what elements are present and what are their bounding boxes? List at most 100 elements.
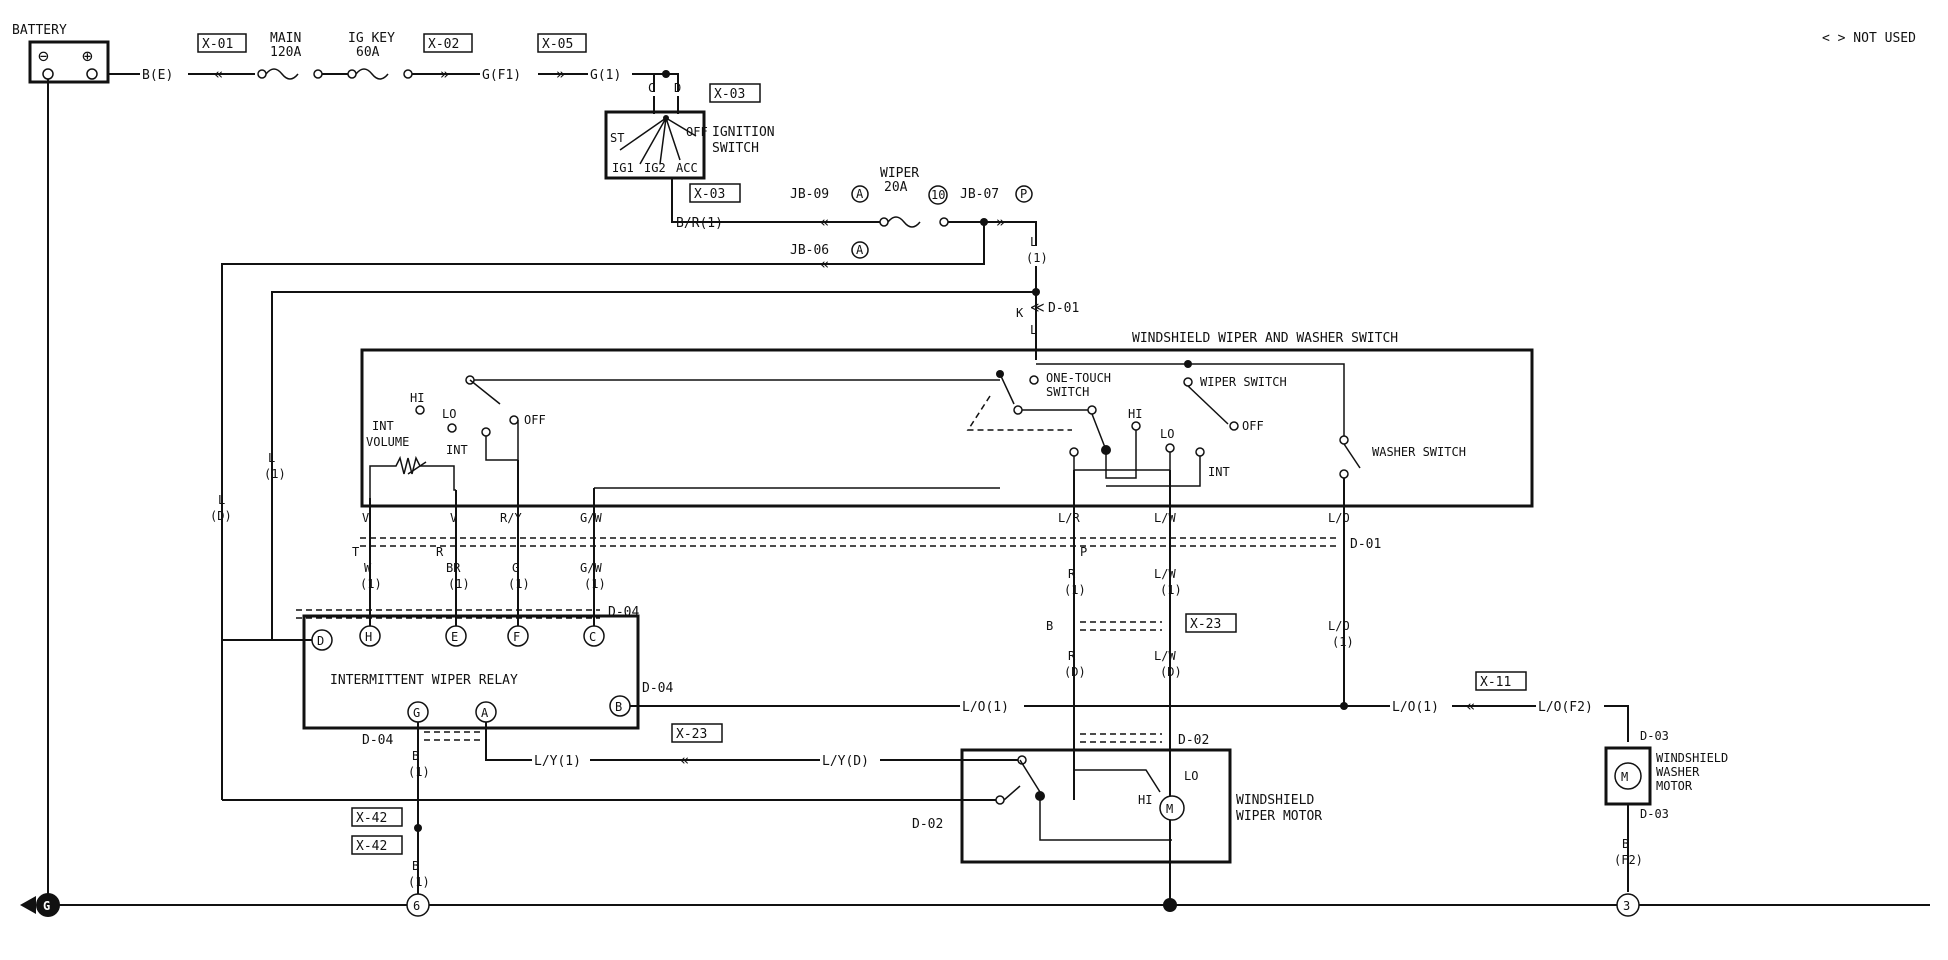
connector-arrow: »: [996, 213, 1005, 231]
fuse-main-element: [265, 68, 299, 80]
sw-int-volume-resistor: [369, 455, 456, 498]
ref-d03-bottom: D-03: [1640, 807, 1669, 821]
wiper-switch-box: [360, 348, 1534, 508]
washer-switch-bottom: [1339, 469, 1349, 479]
wire-w1: (1): [360, 577, 382, 591]
jb06-label: JB-06: [790, 243, 829, 258]
wiper-washer-switch: WINDSHIELD WIPER AND WASHER SWITCH HI LO…: [360, 331, 1534, 508]
jb07-pin: P: [1020, 187, 1027, 201]
ignition-feed: [653, 73, 679, 92]
fuse-igkey-terminal-b: [403, 69, 413, 79]
ground-g: G: [43, 899, 50, 913]
sw-int-volume-wiper: [407, 461, 427, 475]
sw-int-wire: [485, 420, 519, 461]
wire-lyd: L/Y(D): [822, 754, 869, 769]
wiper-switch-lever: [1187, 385, 1229, 425]
washer-switch-top: [1339, 435, 1349, 445]
wire-d-far-label: (D): [210, 509, 232, 523]
switch-output-wires: [369, 460, 595, 640]
wire-lw2: L/W: [1154, 649, 1176, 663]
sw-lo: LO: [442, 407, 456, 421]
connector-x01-box: [197, 33, 247, 53]
wire-g1b: (1): [508, 577, 530, 591]
connector-x03-top: X-03: [714, 87, 745, 102]
relay-title: INTERMITTENT WIPER RELAY: [330, 673, 518, 688]
connector-x02-box: [423, 33, 473, 53]
connector-arrow: »: [440, 65, 449, 83]
connector-arrow: ≪: [1030, 300, 1045, 316]
wire-l-left-label: L: [268, 451, 275, 465]
connector-x05: X-05: [542, 37, 573, 52]
wire-b1: B: [412, 749, 419, 763]
wire-jb06-to-relay-d: [221, 222, 985, 800]
relay-pin-e: E: [451, 630, 458, 644]
washer-motor-title-3: MOTOR: [1656, 779, 1693, 793]
one-touch-2: SWITCH: [1046, 385, 1089, 399]
ignition-title-2: SWITCH: [712, 141, 759, 156]
washer-motor-m: M: [1621, 770, 1628, 784]
wire-g1: G(1): [590, 68, 621, 83]
ground-6-circle: [406, 893, 430, 917]
connector-x05-box: [537, 33, 587, 53]
sw-hi-contact: [415, 405, 425, 415]
connector-x42-top: X-42: [356, 811, 387, 826]
wire-sw-gw: G/W: [580, 511, 602, 525]
motor-lo: LO: [1184, 769, 1198, 783]
wire-l-top: L: [1030, 235, 1037, 249]
wire-relay-a: [485, 722, 532, 761]
wiper-switch-label: WIPER SWITCH: [1200, 375, 1287, 389]
wiper-motor-box: [960, 748, 1232, 864]
connector-arrow: «: [820, 213, 829, 231]
connector-x03-bottom: X-03: [694, 187, 725, 202]
relay-pin-h-circle: [359, 625, 381, 647]
one-touch-hi-contact: [1087, 405, 1097, 415]
jb09-label: JB-09: [790, 187, 829, 202]
sw-hi-2: HI: [1128, 407, 1142, 421]
battery-label: BATTERY: [12, 23, 67, 38]
wire-br: BR: [446, 561, 461, 575]
wire-b2b: (1): [408, 875, 430, 889]
ignition-ig1: IG1: [612, 161, 634, 175]
fuse-main-name: MAIN: [270, 31, 301, 46]
one-touch-common: [1029, 375, 1039, 385]
jb09-pin-circle: [851, 185, 869, 203]
wire-lw1b: (1): [1160, 583, 1182, 597]
sw-hi: HI: [410, 391, 424, 405]
ignition-st: ST: [610, 131, 624, 145]
connector-d04-top-dash: [296, 609, 600, 619]
relay-box: [302, 614, 640, 730]
wire-be: B(E): [142, 68, 173, 83]
fuse-igkey-name: IG KEY: [348, 31, 395, 46]
motor-symbol: [1159, 795, 1185, 821]
ref-d02-left: D-02: [912, 817, 943, 832]
connector-x42-bottom: X-42: [356, 839, 387, 854]
wire-lw1: L/W: [1154, 567, 1176, 581]
sw-lever: [469, 379, 501, 405]
washer-motor-title-1: WINDSHIELD: [1656, 751, 1728, 765]
connector-x42-bottom-box: [351, 835, 403, 855]
wire-lo1b: (1): [1332, 635, 1354, 649]
connector-arrow: «: [820, 255, 829, 273]
ref-d02-top: D-02: [1178, 733, 1209, 748]
relay-pin-c: C: [589, 630, 596, 644]
ref-d04-right: D-04: [642, 681, 673, 696]
fuse-wiper-terminal-a: [879, 217, 889, 227]
battery-positive: ⊕: [82, 46, 93, 67]
junction-node: [414, 824, 422, 832]
relay-pin-h: H: [365, 630, 372, 644]
connector-x02: X-02: [428, 37, 459, 52]
ref-d01-mid: D-01: [1350, 537, 1381, 552]
one-touch-1: ONE-TOUCH: [1046, 371, 1111, 385]
connector-x42-top-box: [351, 807, 403, 827]
ref-d04-bottom: D-04: [362, 733, 393, 748]
fuse-main-terminal-a: [257, 69, 267, 79]
ignition-ig2: IG2: [644, 161, 666, 175]
ground-g-symbol: [36, 893, 60, 917]
wiper-switch-title: WINDSHIELD WIPER AND WASHER SWITCH: [1132, 331, 1398, 346]
wire-sw-ry: R/Y: [500, 511, 522, 525]
relay-pin-f: F: [513, 630, 520, 644]
wire-ig-to-fuse: [671, 178, 880, 223]
connector-arrow: »: [556, 65, 565, 83]
wire-w: W: [364, 561, 372, 575]
intermittent-wiper-relay: D H E F C INTERMITTENT WIPER RELAY G A B: [302, 614, 640, 730]
